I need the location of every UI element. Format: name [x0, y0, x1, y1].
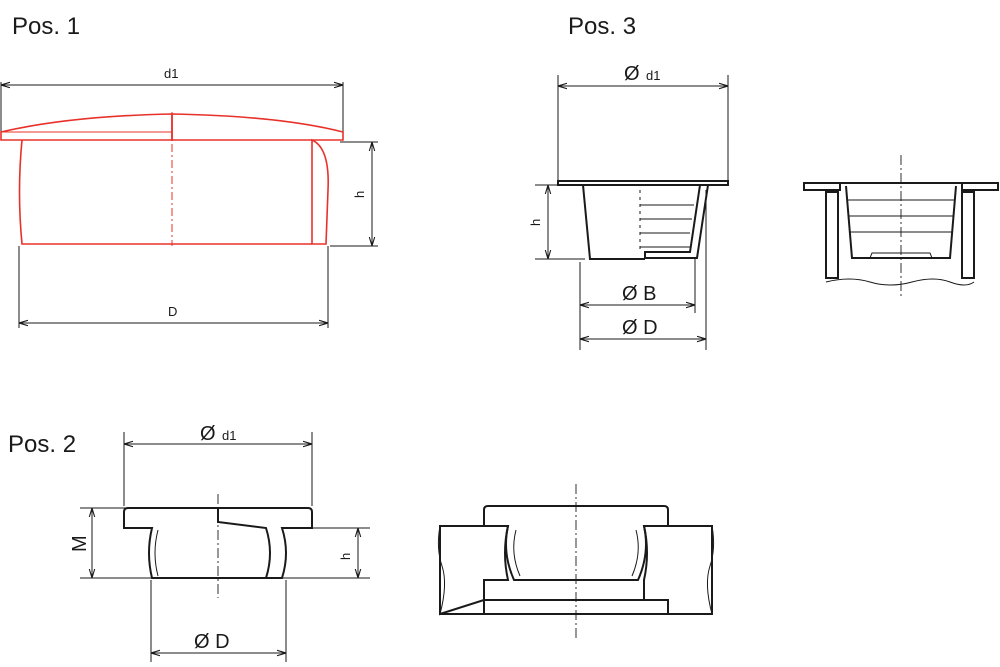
pos2-part-left-inner	[154, 529, 159, 577]
pos3-label: Pos. 3	[568, 13, 636, 40]
pos2-M-label: M	[69, 535, 91, 552]
pos2-d1-symbol: Ø	[200, 423, 216, 445]
pos2-installed-plug	[505, 525, 647, 581]
pos3-flange	[557, 180, 729, 186]
pos1-body-left	[18, 139, 172, 245]
pos3-installed-bottom-section	[869, 252, 933, 259]
pos3-B-label: Ø B	[622, 283, 656, 305]
pos1-d1-label: d1	[164, 66, 178, 81]
pos2-d1-label: d1	[222, 428, 236, 443]
pos1-D-label: D	[168, 304, 177, 319]
pos1-h-label: h	[352, 191, 367, 198]
pos2-installed-plug-inner-left	[513, 529, 521, 577]
pos3-installed-break-line	[825, 278, 975, 286]
pos1-cap-right-section	[171, 113, 344, 141]
pos3-body-left	[582, 184, 645, 260]
pos2-installed-break-left	[437, 525, 446, 615]
pos2-D-label: Ø D	[194, 631, 230, 653]
pos3-d1-symbol: Ø	[624, 63, 640, 85]
pos2-installed-plug-inner-right	[631, 529, 639, 577]
pos3-wall-section	[644, 184, 710, 259]
pos3-h-label: h	[528, 219, 543, 226]
pos2-installed-cap	[483, 505, 669, 526]
pos1-label: Pos. 1	[12, 13, 80, 40]
pos2-installed-break-right	[706, 525, 715, 615]
pos1-figure: Pos. 1 d1 D h	[0, 13, 378, 328]
pos2-h-label: h	[338, 553, 353, 560]
pos2-figure: Pos. 2 Ø d1 Ø D M h	[8, 423, 715, 662]
pos3-installed-wall-right	[961, 191, 975, 279]
pos2-installed-view	[437, 484, 715, 640]
pos3-installed-wall-left	[825, 191, 839, 279]
pos1-wall-section	[311, 138, 329, 245]
pos2-installed-panel-bottom-left	[440, 600, 485, 615]
pos3-D-label: Ø D	[622, 317, 658, 339]
pos1-cap-left-outline	[0, 113, 173, 141]
pos3-d1-label: d1	[646, 68, 660, 83]
pos3-installed-flange-left	[803, 182, 841, 191]
pos3-installed-flange-right	[961, 182, 999, 191]
pos2-part-right-section	[217, 507, 313, 579]
pos2-part-left-outline	[123, 507, 218, 579]
pos3-installed-view	[803, 155, 999, 296]
pos3-figure: Pos. 3 Ø d1 Ø B Ø D h	[528, 13, 999, 350]
pos2-label: Pos. 2	[8, 431, 76, 458]
